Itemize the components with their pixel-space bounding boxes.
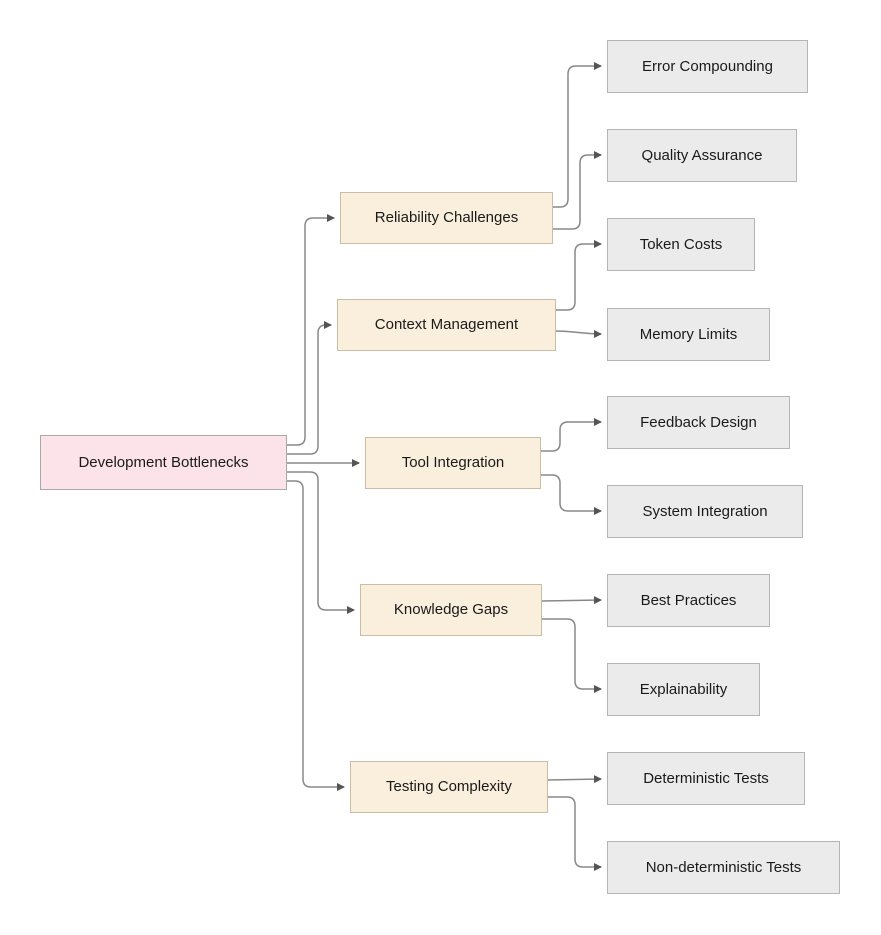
edge-testing-to-deterministic-tests — [547, 775, 602, 784]
node-label: Quality Assurance — [641, 146, 763, 164]
edge-root-to-context-management — [287, 321, 332, 455]
node-label: Testing Complexity — [386, 778, 512, 795]
edge-root-to-reliability-challenges — [287, 214, 335, 446]
node-quality-assurance: Quality Assurance — [607, 129, 797, 182]
edge-reliability-to-error-compounding — [553, 62, 602, 208]
node-label: Best Practices — [640, 591, 737, 609]
node-deterministic-tests: Deterministic Tests — [607, 752, 805, 805]
edge-context-to-token-costs — [556, 240, 602, 311]
node-label: Deterministic Tests — [643, 769, 769, 787]
node-label: Token Costs — [639, 235, 723, 253]
node-explainability: Explainability — [607, 663, 760, 716]
node-label: Non-deterministic Tests — [645, 858, 802, 876]
node-label: Error Compounding — [642, 57, 773, 75]
node-label: Knowledge Gaps — [393, 601, 509, 618]
node-label: Context Management — [374, 316, 519, 333]
node-label: Feedback Design — [640, 413, 757, 431]
node-tool-integration: Tool Integration — [365, 437, 541, 489]
edge-knowledge-to-explainability — [542, 618, 602, 693]
node-system-integration: System Integration — [607, 485, 803, 538]
edge-tool-to-feedback-design — [541, 418, 602, 452]
node-label: Explainability — [639, 680, 728, 698]
node-token-costs: Token Costs — [607, 218, 755, 271]
node-context-management: Context Management — [337, 299, 556, 351]
node-development-bottlenecks: Development Bottlenecks — [40, 435, 287, 490]
edge-knowledge-to-best-practices — [541, 596, 602, 605]
node-testing-complexity: Testing Complexity — [350, 761, 548, 813]
node-knowledge-gaps: Knowledge Gaps — [360, 584, 542, 636]
node-label: System Integration — [642, 502, 768, 520]
node-non-deterministic-tests: Non-deterministic Tests — [607, 841, 840, 894]
edge-root-to-knowledge-gaps — [287, 471, 355, 614]
node-label: Memory Limits — [639, 325, 738, 343]
node-label: Tool Integration — [401, 454, 505, 471]
node-label: Reliability Challenges — [374, 209, 519, 226]
node-feedback-design: Feedback Design — [607, 396, 790, 449]
edge-tool-to-system-integration — [541, 474, 602, 515]
edge-testing-to-non-deterministic-tests — [548, 796, 602, 871]
edge-root-to-testing-complexity — [287, 480, 345, 791]
node-memory-limits: Memory Limits — [607, 308, 770, 361]
node-label: Development Bottlenecks — [78, 453, 249, 471]
node-best-practices: Best Practices — [607, 574, 770, 627]
node-reliability-challenges: Reliability Challenges — [340, 192, 553, 244]
node-error-compounding: Error Compounding — [607, 40, 808, 93]
edge-context-to-memory-limits — [555, 329, 602, 338]
edge-reliability-to-quality-assurance — [553, 151, 602, 230]
